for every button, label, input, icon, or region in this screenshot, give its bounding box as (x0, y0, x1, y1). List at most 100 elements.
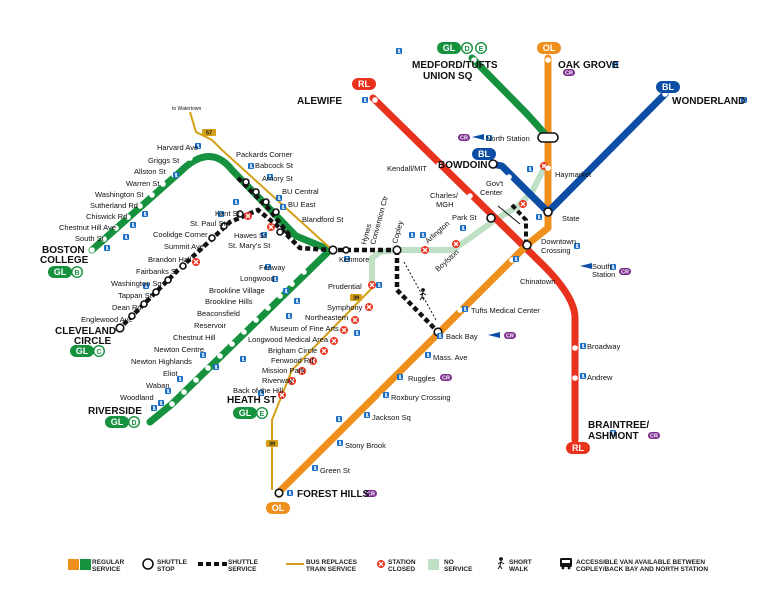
gl-de-badge: GL D E (437, 42, 487, 54)
rl-badge-south: RL (566, 442, 590, 454)
svg-text:REGULAR: REGULAR (92, 559, 124, 566)
svg-text:Kent St: Kent St (215, 209, 241, 218)
svg-text:Coolidge Corner: Coolidge Corner (153, 230, 208, 239)
svg-text:Amory St: Amory St (262, 174, 294, 183)
gl-d-badge-riverside: GL D (105, 416, 140, 428)
svg-text:Packards Corner: Packards Corner (236, 150, 293, 159)
bus-39-label: 39 (269, 442, 275, 448)
svg-text:Dean Rd: Dean Rd (112, 303, 142, 312)
svg-text:Green St: Green St (320, 466, 351, 475)
circle-label: CIRCLE (74, 336, 112, 347)
svg-text:Charles/: Charles/ (430, 191, 459, 200)
svg-text:Prudential: Prudential (328, 282, 362, 291)
svg-text:WALK: WALK (509, 566, 528, 573)
accessibility-icons (103, 47, 748, 497)
svg-text:D: D (131, 420, 136, 427)
svg-text:GL: GL (239, 408, 252, 418)
svg-text:Englewood Ave: Englewood Ave (81, 315, 133, 324)
svg-text:GL: GL (76, 346, 89, 356)
svg-text:Brigham Circle: Brigham Circle (268, 346, 317, 355)
ol-badge-south: OL (266, 502, 290, 514)
svg-text:Kendall/MIT: Kendall/MIT (387, 164, 427, 173)
svg-text:Brookline Hills: Brookline Hills (205, 297, 253, 306)
svg-text:E: E (260, 411, 265, 418)
svg-text:Washington Sq: Washington Sq (111, 279, 162, 288)
svg-text:Park St: Park St (452, 213, 478, 222)
train-icon (488, 332, 500, 338)
svg-text:Griggs St: Griggs St (148, 156, 180, 165)
svg-text:Roxbury Crossing: Roxbury Crossing (391, 393, 451, 402)
bowdoin-label: BOWDOIN (438, 160, 487, 171)
svg-text:Tappan St: Tappan St (118, 291, 153, 300)
svg-text:Jackson Sq: Jackson Sq (372, 413, 411, 422)
svg-text:Brookline Village: Brookline Village (209, 286, 265, 295)
svg-text:COPLEY/BACK BAY AND NORTH STAT: COPLEY/BACK BAY AND NORTH STATION (576, 566, 708, 573)
union-sq-label: UNION SQ (423, 71, 473, 82)
svg-text:STATION: STATION (388, 559, 416, 566)
svg-text:MGH: MGH (436, 200, 454, 209)
gl-c-badge: GL C (70, 345, 105, 357)
svg-text:North Station: North Station (486, 134, 530, 143)
medford-label: MEDFORD/TUFTS (412, 60, 498, 71)
svg-text:SHUTTLE: SHUTTLE (157, 559, 188, 566)
svg-text:Newton Centre: Newton Centre (154, 345, 204, 354)
svg-text:Beaconsfield: Beaconsfield (197, 309, 240, 318)
svg-text:Longwood: Longwood (240, 274, 275, 283)
wonderland-label: WONDERLAND (672, 96, 745, 107)
svg-text:Hawes St: Hawes St (234, 231, 267, 240)
svg-text:SERVICE: SERVICE (92, 566, 121, 573)
train-icon (472, 134, 484, 140)
svg-text:Tufts Medical Center: Tufts Medical Center (471, 306, 540, 315)
svg-text:Reservoir: Reservoir (194, 321, 227, 330)
short-walk-icon (497, 557, 505, 570)
svg-text:ACCESSIBLE VAN AVAILABLE BETWE: ACCESSIBLE VAN AVAILABLE BETWEEN (576, 559, 705, 566)
svg-text:BU Central: BU Central (282, 187, 319, 196)
svg-text:Longwood Medical Area: Longwood Medical Area (248, 335, 329, 344)
svg-text:Back of the Hill: Back of the Hill (233, 386, 283, 395)
svg-text:CR: CR (506, 334, 514, 340)
svg-text:Fenwood Rd: Fenwood Rd (271, 356, 314, 365)
bl-badge-east: BL (656, 81, 680, 93)
svg-text:South St: South St (75, 234, 105, 243)
svg-text:GL: GL (111, 417, 124, 427)
bl-bowdoin-label: BL (478, 149, 490, 159)
svg-text:Babcock St: Babcock St (255, 161, 294, 170)
svg-text:Chinatown: Chinatown (520, 277, 555, 286)
bus-57-label: 57 (206, 131, 212, 137)
svg-text:CR: CR (621, 270, 629, 276)
bus-route-57-badge: 57 (202, 129, 216, 137)
svg-text:Back Bay: Back Bay (446, 332, 478, 341)
bl-label: BL (662, 82, 674, 92)
svg-text:Arlington: Arlington (423, 219, 451, 246)
svg-text:CR: CR (460, 136, 468, 142)
svg-text:D: D (464, 46, 469, 53)
oak-grove-label: OAK GROVE (558, 60, 619, 71)
heath-label: HEATH ST (227, 395, 276, 406)
svg-text:Northeastern: Northeastern (305, 313, 348, 322)
svg-text:State: State (562, 214, 580, 223)
svg-text:CR: CR (565, 71, 573, 77)
cr-badges: CR CR CR CR CR CR CR (365, 69, 660, 498)
svg-text:Haymarket: Haymarket (555, 170, 592, 179)
red-line (369, 94, 579, 444)
svg-text:Station: Station (592, 270, 615, 279)
svg-text:St. Mary's St: St. Mary's St (228, 241, 271, 250)
svg-text:GL: GL (54, 267, 67, 277)
cleveland-label: CLEVELAND (55, 326, 116, 337)
station-dots (89, 57, 668, 472)
braintree-label: BRAINTREE/ (588, 420, 649, 431)
svg-text:Ruggles: Ruggles (408, 374, 436, 383)
blue-line (488, 90, 669, 216)
bus-39-route-label: 39 (353, 296, 359, 302)
svg-text:Riverway: Riverway (262, 376, 293, 385)
alewife-label: ALEWIFE (297, 96, 342, 107)
bl-badge-bowdoin: BL (472, 148, 496, 160)
svg-text:Allston St: Allston St (134, 167, 167, 176)
svg-text:Convention Ctr: Convention Ctr (368, 194, 390, 245)
svg-text:OL: OL (272, 503, 285, 513)
svg-text:Woodland: Woodland (120, 393, 154, 402)
station-labels: ALEWIFE OAK GROVE MEDFORD/TUFTS UNION SQ… (40, 60, 745, 500)
svg-text:BU East: BU East (288, 200, 316, 209)
svg-text:Fenway: Fenway (259, 263, 286, 272)
